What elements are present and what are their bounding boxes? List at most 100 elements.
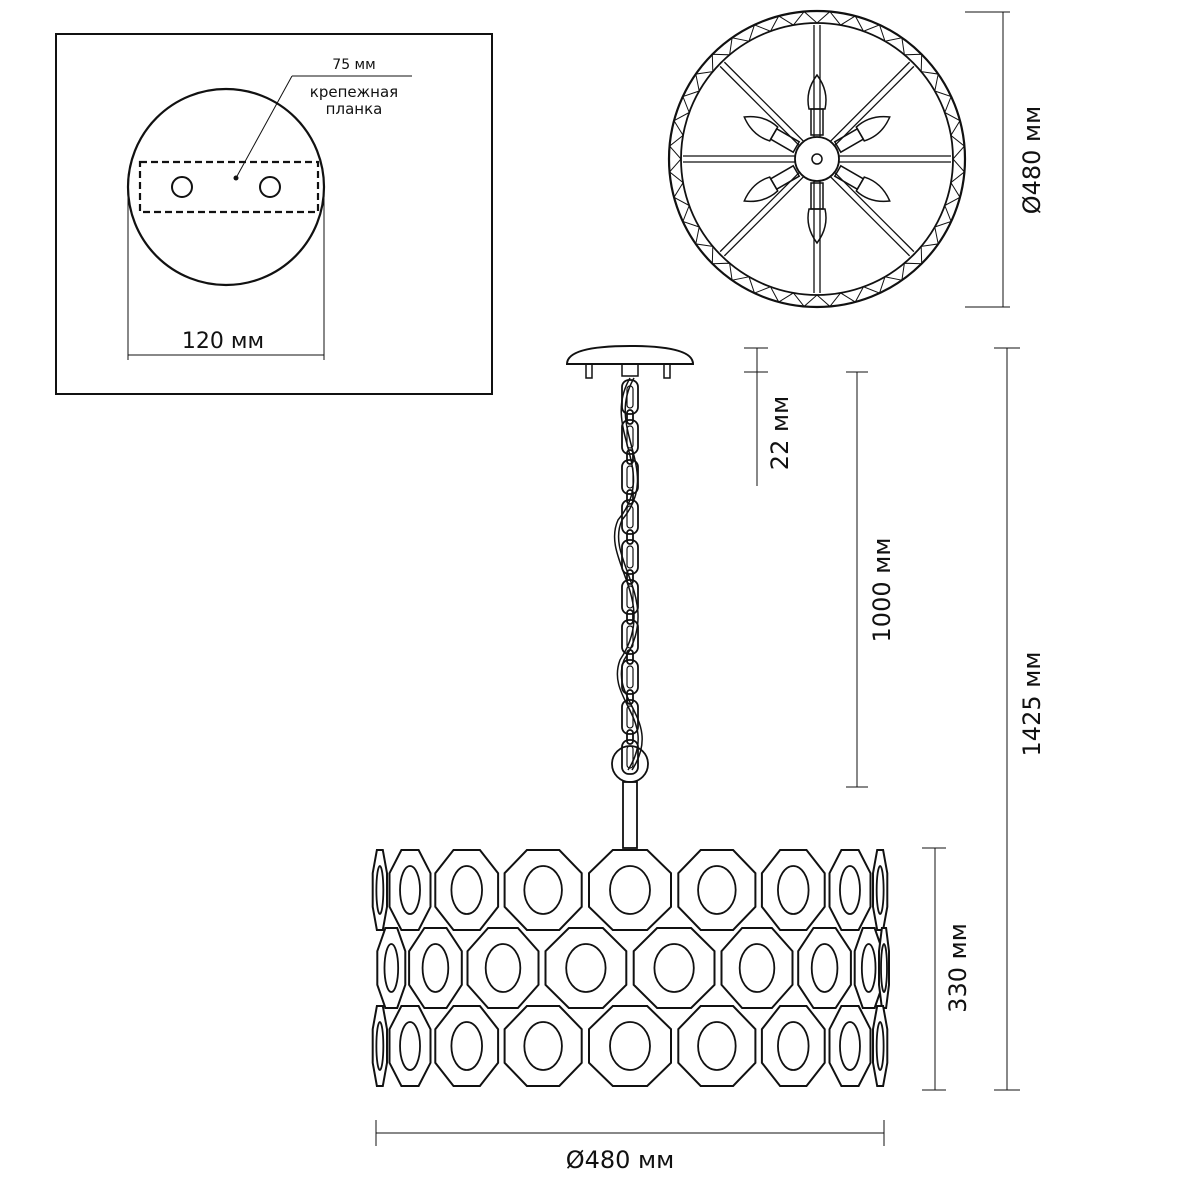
bulb-glass	[855, 176, 891, 203]
crystal-tile	[828, 1005, 872, 1087]
crystal-tile-center	[609, 1021, 651, 1071]
crystal-tile	[720, 927, 794, 1009]
chain-link-inner	[626, 665, 634, 689]
canopy-hook	[621, 363, 639, 377]
spoke	[719, 65, 800, 147]
crystal-tile	[872, 1005, 889, 1087]
crystal-tile-center	[839, 1021, 861, 1071]
bulb-glass	[807, 208, 827, 245]
suspension-ring	[611, 745, 649, 783]
crystal-tile	[376, 927, 407, 1009]
spoke	[723, 61, 805, 142]
canopy-screw-right	[663, 363, 671, 379]
chain-link-inner	[626, 545, 634, 569]
crystal-tile-center	[777, 865, 810, 915]
canopy-height-label: 22 мм	[766, 396, 794, 470]
shade-height-label: 330 мм	[944, 923, 972, 1013]
hole-spacing-label: 75 мм	[332, 57, 375, 73]
mounting-bracket	[138, 160, 320, 214]
crystal-tile-center	[421, 943, 450, 993]
crystal-tile-center	[653, 943, 695, 993]
crystal-tile	[434, 849, 500, 931]
crystal-tile-center	[523, 1021, 563, 1071]
crystal-tile	[371, 849, 388, 931]
crystal-tile	[466, 927, 540, 1009]
crystal-tile	[588, 849, 672, 931]
crystal-ring-pattern	[668, 10, 966, 308]
mount-width-label: 120 мм	[182, 329, 264, 354]
candle-bulb	[833, 164, 891, 203]
chain-link-inner	[626, 505, 634, 529]
bulb-glass	[743, 176, 779, 203]
crystal-tile	[388, 1005, 432, 1087]
chain-link	[621, 739, 639, 775]
bulb-glass	[807, 73, 827, 110]
spoke	[834, 171, 915, 253]
crystal-tile	[388, 849, 432, 931]
candle-bulb	[743, 115, 801, 154]
chain-link-inner	[626, 585, 634, 609]
crystal-tile	[503, 849, 583, 931]
crystal-tile-center	[875, 1021, 885, 1071]
crystal-tile-center	[609, 865, 651, 915]
crystal-tile-center	[565, 943, 607, 993]
center-hub	[794, 136, 840, 182]
crystal-tile-center	[875, 865, 885, 915]
crystal-tile	[503, 1005, 583, 1087]
top-diameter-label: Ø480 мм	[1018, 106, 1046, 215]
crystal-tile-center	[383, 943, 400, 993]
mounting-hole-right	[259, 176, 281, 198]
mounting-hole-left	[171, 176, 193, 198]
bulb-glass	[855, 115, 891, 142]
chain-link	[621, 419, 639, 455]
top-view-inner-ring	[680, 22, 954, 296]
spoke	[829, 176, 911, 257]
spoke	[829, 61, 911, 142]
crystal-tile	[408, 927, 463, 1009]
chain-link	[626, 489, 634, 505]
bracket-label-line1: крепежная	[310, 83, 398, 101]
crystal-tile-center	[880, 943, 888, 993]
chain-link-inner	[626, 385, 634, 409]
chain-link	[621, 539, 639, 575]
top-view-outer-ring	[667, 9, 967, 309]
center-hub-core	[811, 153, 823, 165]
shade-diameter-label: Ø480 мм	[566, 1146, 675, 1174]
chain-length-label: 1000 мм	[868, 538, 896, 643]
spoke	[834, 65, 915, 147]
crystal-tile	[760, 849, 826, 931]
crystal-tile	[677, 849, 757, 931]
spoke	[723, 176, 805, 257]
crystal-tile-center	[777, 1021, 810, 1071]
chain-link	[621, 619, 639, 655]
inset-frame	[55, 33, 493, 395]
crystal-tile	[760, 1005, 826, 1087]
chain-link	[621, 699, 639, 735]
bulb-socket	[810, 108, 824, 136]
crystal-tile-center	[839, 865, 861, 915]
chain-link	[626, 449, 634, 465]
crystal-shade	[371, 849, 890, 1087]
chain-link-inner	[626, 745, 634, 769]
crystal-tile-center	[523, 865, 563, 915]
crystal-tile	[828, 849, 872, 931]
crystal-tile-center	[399, 865, 421, 915]
crystal-tile-center	[375, 1021, 385, 1071]
chain-link-inner	[626, 425, 634, 449]
candle-bulb	[743, 164, 801, 203]
candle-bulb	[833, 115, 891, 154]
ceiling-canopy	[565, 344, 695, 365]
bracket-label-line2: планка	[326, 100, 383, 118]
mount-detail-panel: 75 мм крепежная планка 120 мм	[55, 33, 493, 395]
crystal-tile-center	[484, 943, 522, 993]
bulb-glass	[743, 115, 779, 142]
candle-bulb	[807, 182, 827, 245]
spoke	[719, 171, 800, 253]
chain-link	[626, 529, 634, 545]
total-height-label: 1425 мм	[1018, 652, 1046, 757]
chain-link	[626, 569, 634, 585]
crystal-tile-center	[738, 943, 776, 993]
top-view: Ø480 мм	[667, 9, 1046, 309]
crystal-tile	[853, 927, 884, 1009]
